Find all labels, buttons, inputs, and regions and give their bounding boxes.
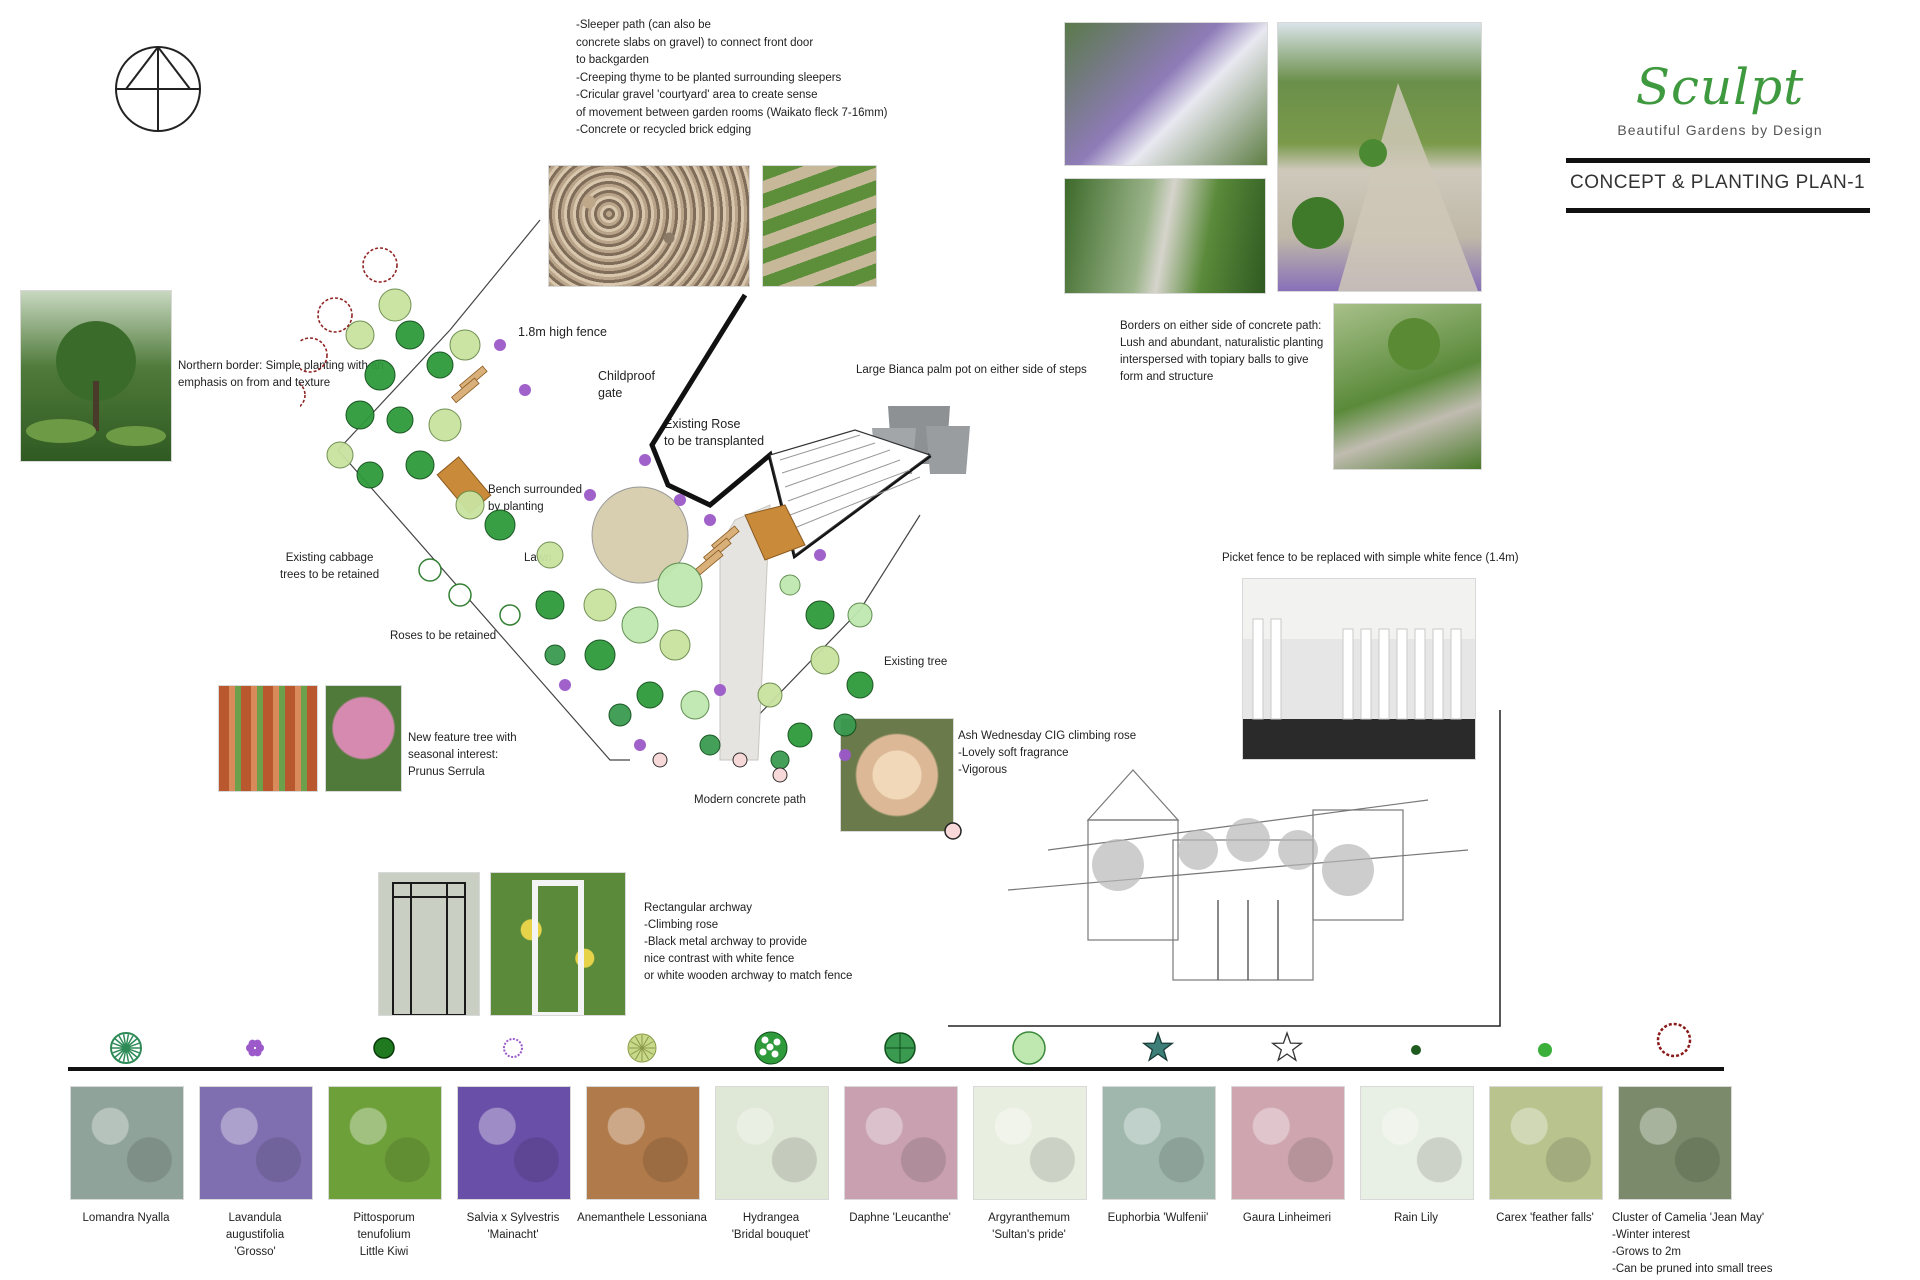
legend-caption: Anemanthele Lessoniana [577,1212,707,1224]
childproof-gate-note: Childproof gate [598,369,655,400]
sleeper-path-note: -Sleeper path (can also be concrete slab… [576,19,888,136]
gaura-symbol-icon [1270,1031,1304,1062]
picket-fence-photo [1242,578,1476,760]
existing-rose-note: Existing Rose to be transplanted [664,417,765,448]
title-rule-top [1566,158,1870,163]
title-rule-bottom [1566,208,1870,213]
legend-photo [844,1086,958,1200]
lavender-symbol-icon [246,1039,264,1057]
logo-tagline: Beautiful Gardens by Design [1617,122,1823,138]
legend-photo [328,1086,442,1200]
legend-photo [586,1086,700,1200]
legend-photo [1102,1086,1216,1200]
camelia-symbol-icon [1656,1022,1692,1058]
legend-caption: Hydrangea 'Bridal bouquet' [731,1212,811,1241]
gravel-photo [548,165,750,287]
ash-wednesday-rose-photo [840,718,954,832]
euphorbia-symbol-icon [1141,1031,1175,1062]
legend-caption: Daphne 'Leucanthe' [849,1212,951,1224]
legend-caption: Lomandra Nyalla [82,1212,170,1224]
lavender-border-photo [1064,22,1268,166]
sleeper-steps-plan [451,365,740,576]
deck-plan [744,504,806,561]
picket-fence-note: Picket fence to be replaced with simple … [1222,552,1519,564]
anemanthele-symbol-icon [627,1033,657,1063]
prunus-bark-photo [218,685,318,792]
salvia-symbol-icon [503,1038,523,1058]
legend-photo [1360,1086,1474,1200]
concrete-path-photo [1277,22,1482,292]
legend-caption: Euphorbia 'Wulfenii' [1107,1212,1209,1224]
feature-tree-note: New feature tree with seasonal interest:… [408,732,517,778]
bench-note: Bench surrounded by planting [488,484,582,513]
ash-wednesday-note: Ash Wednesday CIG climbing rose -Lovely … [958,730,1137,776]
lomandra-symbol-icon [110,1032,142,1064]
sleeper-path-photo [762,165,877,287]
site-plan [300,219,932,783]
legend-caption: Rain Lily [1393,1212,1439,1224]
north-arrow-icon [115,46,201,132]
argyranthemum-symbol-icon [1012,1031,1046,1065]
legend-caption: Argyranthemum 'Sultan's pride' [988,1212,1070,1241]
prunus-blossom-photo [325,685,402,792]
archway-note: Rectangular archway -Climbing rose -Blac… [644,902,853,982]
topiary-border-photo [1333,303,1482,470]
legend-photo [973,1086,1087,1200]
legend-photo [1231,1086,1345,1200]
legend-photo [457,1086,571,1200]
legend-baseline [68,1067,1724,1071]
plan-title: CONCEPT & PLANTING PLAN-1 [1570,172,1866,193]
legend-photo [1618,1086,1732,1200]
cabbage-trees-note: Existing cabbage trees to be retained [280,552,380,581]
planting-beds [300,247,874,783]
concrete-path-note: Modern concrete path [694,794,806,806]
northern-border-photo [20,290,172,462]
pittosporum-symbol-icon [373,1037,395,1059]
fence-height-note: 1.8m high fence [518,325,607,339]
legend-caption: Carex 'feather falls' [1496,1212,1594,1224]
metal-archway-photo [378,872,480,1016]
legend-caption: Pittosporum tenufolium Little Kiwi [353,1212,415,1258]
bianca-pot-note: Large Bianca palm pot on either side of … [856,364,1087,376]
sculpt-logo: Sculpt [1635,58,1805,116]
legend-photo [199,1086,313,1200]
legend-caption: Salvia x Sylvestris 'Mainacht' [466,1212,560,1241]
legend-caption: Gaura Linheimeri [1242,1212,1332,1224]
lawn-plan [591,486,689,584]
legend-photo [70,1086,184,1200]
roses-retained-note: Roses to be retained [390,630,497,642]
front-entrance-sketch [948,710,1501,1027]
rose-symbol-icon [944,822,962,840]
legend-photo [715,1086,829,1200]
concrete-borders-note: Borders on either side of concrete path:… [1120,320,1324,383]
hydrangea-symbol-icon [754,1031,788,1065]
existing-tree-note: Existing tree [884,656,948,668]
legend-caption: Lavandula augustifolia 'Grosso' [225,1212,285,1258]
garden-path-photo [1064,178,1266,294]
rain-lily-symbol-icon [1411,1045,1421,1055]
daphne-symbol-icon [884,1032,916,1064]
legend-photo [1489,1086,1603,1200]
white-archway-photo [490,872,626,1016]
legend-caption: Cluster of Camelia 'Jean May' -Winter in… [1612,1212,1773,1275]
carex-symbol-icon [1538,1043,1552,1057]
